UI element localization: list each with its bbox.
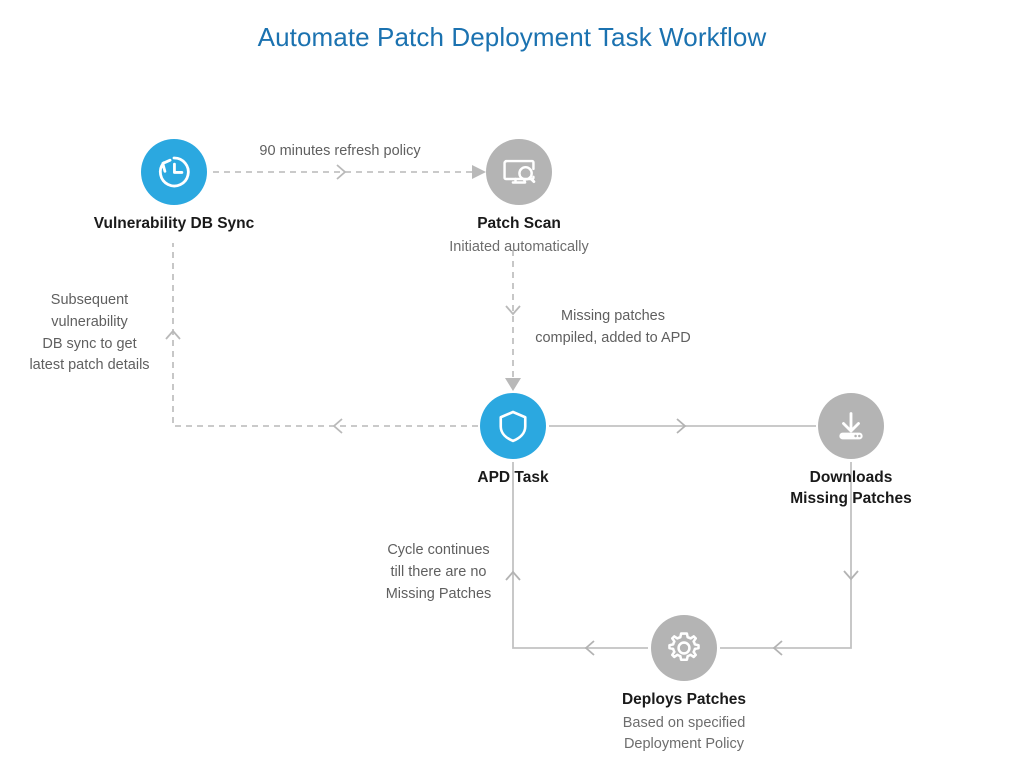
- node-apd-task[interactable]: APD Task: [413, 393, 613, 491]
- node-title: Vulnerability DB Sync: [93, 215, 255, 232]
- node-title: Patch Scan: [477, 215, 561, 232]
- deploys-patches-badge: [651, 615, 717, 681]
- patch-scan-badge: [486, 139, 552, 205]
- apd-task-badge: [480, 393, 546, 459]
- node-title: APD Task: [477, 469, 549, 486]
- downloads-badge: [818, 393, 884, 459]
- download-icon: [839, 412, 863, 440]
- page-title: Automate Patch Deployment Task Workflow: [257, 22, 767, 52]
- node-downloads-missing-patches[interactable]: Downloads Missing Patches: [751, 393, 951, 512]
- shield-icon: [499, 410, 527, 443]
- node-title: Deploys Patches: [621, 691, 747, 708]
- node-subtitle: Initiated automatically: [449, 238, 589, 255]
- vulnerability-db-sync-badge: [141, 139, 207, 205]
- monitor-scan-icon: [503, 159, 536, 184]
- edge-scan-to-apd: [505, 250, 521, 391]
- edge-label-cycle-continues: Cycle continues till there are no Missin…: [385, 542, 492, 602]
- node-subtitle: Based on specified Deployment Policy: [622, 714, 746, 752]
- edge-label-refresh-policy: 90 minutes refresh policy: [259, 143, 421, 159]
- edge-label-missing-patches: Missing patches compiled, added to APD: [535, 308, 691, 346]
- node-deploys-patches[interactable]: Deploys Patches Based on specified Deplo…: [584, 615, 784, 755]
- node-vulnerability-db-sync[interactable]: Vulnerability DB Sync: [74, 139, 274, 237]
- node-title: Downloads Missing Patches: [790, 469, 912, 507]
- edge-label-subsequent-sync: Subsequent vulnerability DB sync to get …: [29, 292, 150, 374]
- clock-history-icon: [158, 156, 190, 188]
- node-patch-scan[interactable]: Patch Scan Initiated automatically: [419, 139, 619, 258]
- gear-icon: [668, 632, 700, 661]
